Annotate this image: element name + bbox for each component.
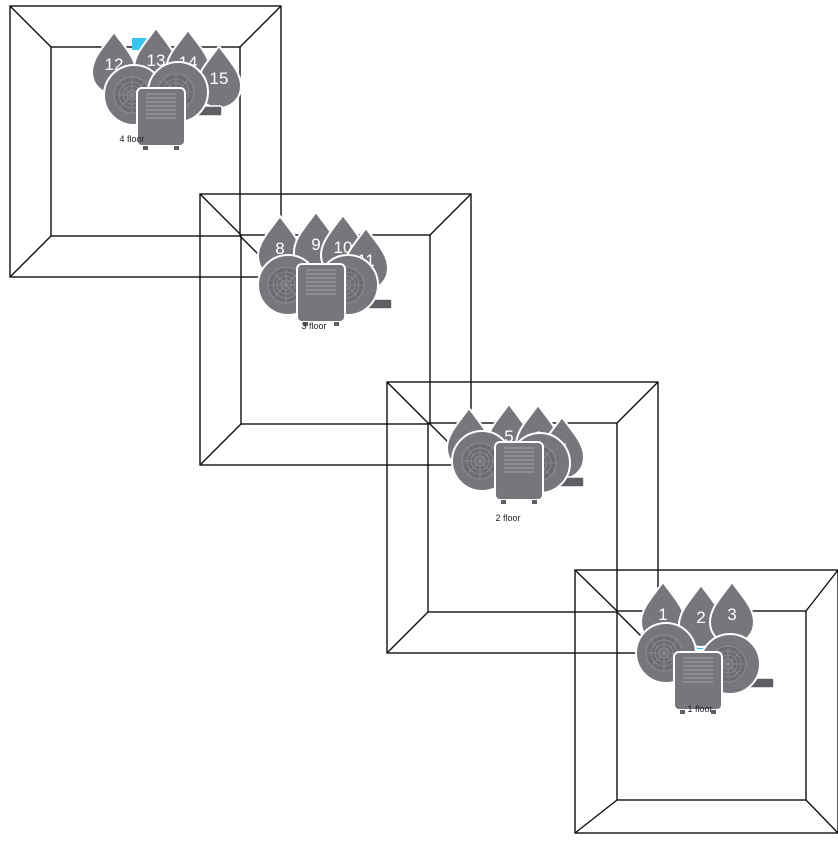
drop-number: 15 [210,69,229,88]
room-corner-line [429,193,472,236]
dehumidifier-foot [303,322,308,326]
room-outer-wall [386,381,659,654]
room-outer-wall [199,193,472,466]
room-corner-line [805,799,838,834]
dehumidifier-foot [501,500,506,504]
room-corner-line [386,611,429,654]
room-corner-line [616,381,659,424]
equipment-cluster-2-floor: 45672 floor [445,402,586,523]
drop-number: 3 [727,605,736,624]
fan-grille-spoke [345,284,359,298]
dehumidifier-icon [494,441,544,504]
floor-label: 1 floor [687,704,712,714]
fan-grille-spoke [119,94,133,108]
room-corner-line [574,799,618,834]
fan-grille-spoke [119,82,133,96]
dehumidifier-foot [711,710,716,714]
fan-grille-spoke [467,448,481,462]
room-corner-line [574,569,618,612]
drop-number: 13 [147,51,166,70]
dehumidifier-foot [680,710,685,714]
dehumidifier-body [494,441,544,501]
room-corner-line [805,569,838,612]
dehumidifier-icon [673,651,723,714]
floor-label: 2 floor [495,513,520,523]
dehumidifier-foot [334,322,339,326]
room-corner-line [9,235,52,278]
room-outer-wall [574,569,838,834]
dehumidifier-body [296,263,346,323]
drop-number: 9 [311,235,320,254]
drop-number: 5 [504,427,513,446]
fan-grille-spoke [651,652,665,666]
drop-number: 2 [696,608,705,627]
room-corner-line [239,5,282,48]
fan-grille-spoke [479,448,493,462]
dehumidifier-foot [532,500,537,504]
dehumidifier-icon [296,263,346,326]
fan-grille-spoke [727,663,741,677]
room-outer-wall [9,5,282,278]
drop-number: 8 [275,239,284,258]
room-corner-line [9,5,52,48]
fan-grille-spoke [345,272,359,286]
fan-grille-spoke [479,460,493,474]
fan-grille-spoke [467,460,481,474]
fan-grille-spoke [651,640,665,654]
fan-grille-spoke [273,284,287,298]
equipment-cluster-3-floor: 8910113 floor [256,210,393,331]
equipment-cluster-1-floor: 1 2 3 1 floor [635,580,775,714]
dehumidifier-icon [136,87,186,150]
room-corner-line [199,193,242,236]
floor-label: 3 floor [301,321,326,331]
room-corner-line [199,423,242,466]
room-corner-line [386,381,429,424]
fan-grille-spoke [273,272,287,286]
floor-label: 4 floor [119,134,144,144]
dehumidifier-body [673,651,723,711]
dehumidifier-foot [174,146,179,150]
fan-grille-spoke [727,651,741,665]
dehumidifier-foot [143,146,148,150]
fan-grille-spoke [663,640,677,654]
drop-number: 1 [658,605,667,624]
